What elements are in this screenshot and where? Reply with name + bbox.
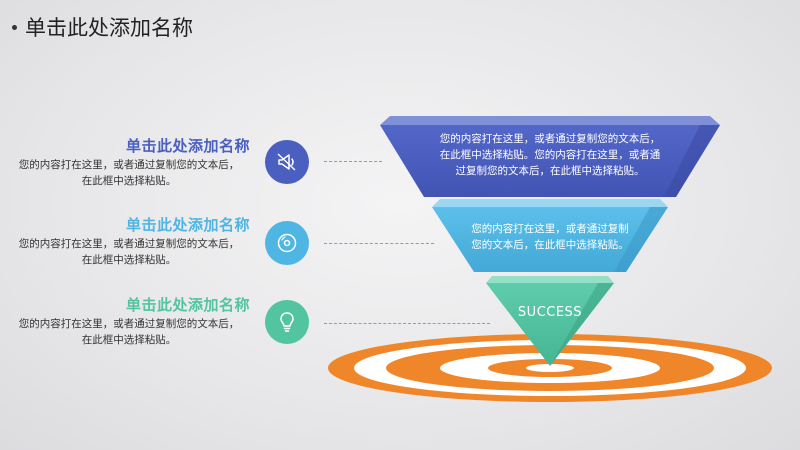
- slide-title: 单击此处添加名称: [12, 12, 193, 42]
- tier-3-top-face: [486, 276, 614, 283]
- item-3: 单击此处添加名称 您的内容打在这里，或者通过复制您的文本后，在此框中选择粘贴。: [8, 294, 260, 348]
- funnel-tier-2: [432, 199, 668, 272]
- funnel-tier-3: [486, 276, 614, 366]
- tier-1-side-shade: [664, 125, 720, 197]
- item-2: 单击此处添加名称 您的内容打在这里，或者通过复制您的文本后，在此框中选择粘贴。: [8, 214, 260, 268]
- funnel-tier-1-text: 您的内容打在这里，或者通过复制您的文本后，在此框中选择粘贴。您的内容打在这里，或…: [439, 133, 661, 177]
- slide-title-text: 单击此处添加名称: [25, 16, 193, 40]
- item-1: 单击此处添加名称 您的内容打在这里，或者通过复制您的文本后，在此框中选择粘贴。: [8, 135, 260, 189]
- tier-2-side-shade: [614, 207, 668, 272]
- item-2-desc: 您的内容打在这里，或者通过复制您的文本后，在此框中选择粘贴。: [18, 238, 240, 266]
- item-2-title: 单击此处添加名称: [125, 216, 250, 234]
- target-rings: [328, 334, 772, 402]
- megaphone-icon: [265, 140, 309, 184]
- tier-2-front-face: [432, 207, 668, 272]
- tier-1-top-face: [380, 116, 720, 125]
- funnel-tier-1: [380, 116, 720, 197]
- title-bullet: [12, 24, 17, 30]
- connector-line-1: [324, 161, 382, 162]
- item-3-desc: 您的内容打在这里，或者通过复制您的文本后，在此框中选择粘贴。: [18, 318, 240, 346]
- connector-line-3: [324, 323, 490, 324]
- target-ring-center: [526, 364, 574, 372]
- tier-3-side-shade: [550, 283, 614, 366]
- disc-icon: [265, 221, 309, 265]
- tier-1-front-face: [380, 125, 720, 197]
- item-1-desc: 您的内容打在这里，或者通过复制您的文本后，在此框中选择粘贴。: [18, 159, 240, 187]
- lightbulb-icon: [265, 300, 309, 344]
- tier-3-front-face: [486, 283, 614, 366]
- tier-2-top-face: [432, 199, 668, 207]
- funnel-tier-2-text: 您的内容打在这里，或者通过复制您的文本后，在此框中选择粘贴。: [471, 223, 629, 251]
- connector-line-2: [324, 243, 434, 244]
- item-3-title: 单击此处添加名称: [125, 296, 250, 314]
- funnel-tier-3-label: SUCCESS: [517, 305, 583, 320]
- item-1-title: 单击此处添加名称: [125, 137, 250, 155]
